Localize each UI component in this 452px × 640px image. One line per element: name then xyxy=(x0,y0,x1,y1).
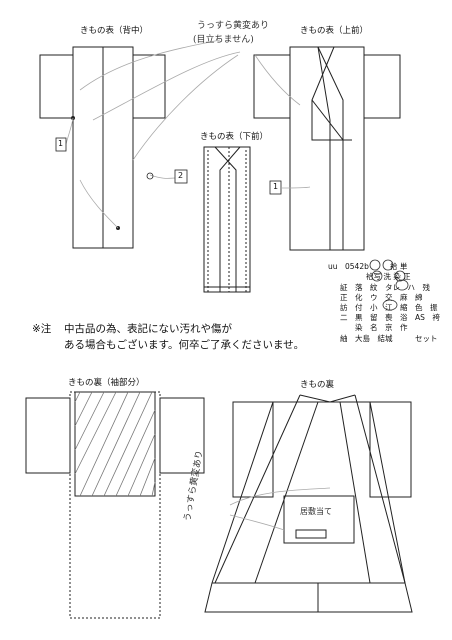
spec-row-4: 訪 付 小 江 縮 色 振 xyxy=(340,303,438,312)
front-upper-view-drawing xyxy=(253,46,401,251)
spec-row-2: 証 落 紋 タレ ハ 残 xyxy=(340,283,430,292)
handwritten-note-yellowing: うっすら黄変あり xyxy=(197,21,270,31)
callout-1-front: 1 xyxy=(273,182,279,191)
front-lower-view-drawing xyxy=(203,146,251,293)
spec-row-3: 正 化 ウ 交 麻 綿 xyxy=(340,293,423,302)
handwritten-note-unnoticeable: (目立ちません) xyxy=(193,35,254,45)
front-upper-view-label: きもの表（上前） xyxy=(300,26,369,36)
notice-line-1: 中古品の為、表記にない汚れや傷が xyxy=(64,323,232,335)
spec-row-7: 紬 大島 結城 セット xyxy=(340,334,438,343)
callout-1-back: 1 xyxy=(58,139,64,148)
spec-row-6: 染 名 京 作 xyxy=(340,323,408,332)
handwritten-note-ishikiate: 居敷当て xyxy=(300,507,332,516)
spec-row-0: 袷 単 xyxy=(390,262,408,271)
notice-mark: ※注 xyxy=(32,323,52,335)
spec-code: uu 0542b xyxy=(328,262,369,271)
back-view-drawing xyxy=(39,46,166,249)
inner-view-label: きもの裏 xyxy=(300,380,335,390)
inner-view-drawing xyxy=(204,394,413,613)
inner-sleeve-view-label: きもの裏（袖部分） xyxy=(68,378,145,388)
back-view-label: きもの表（背中） xyxy=(80,26,149,36)
inner-sleeve-view-drawing xyxy=(25,391,205,619)
spec-row-5: 二 黒 留 喪 浴 AS 袴 xyxy=(340,313,440,322)
front-lower-view-label: きもの表（下前） xyxy=(200,132,269,142)
callout-2-back: 2 xyxy=(178,171,184,180)
spec-row-1: 袷写 洗 染 正 xyxy=(336,272,411,281)
notice-line-2: ある場合もございます。何卒ご了承くださいませ。 xyxy=(64,339,305,351)
